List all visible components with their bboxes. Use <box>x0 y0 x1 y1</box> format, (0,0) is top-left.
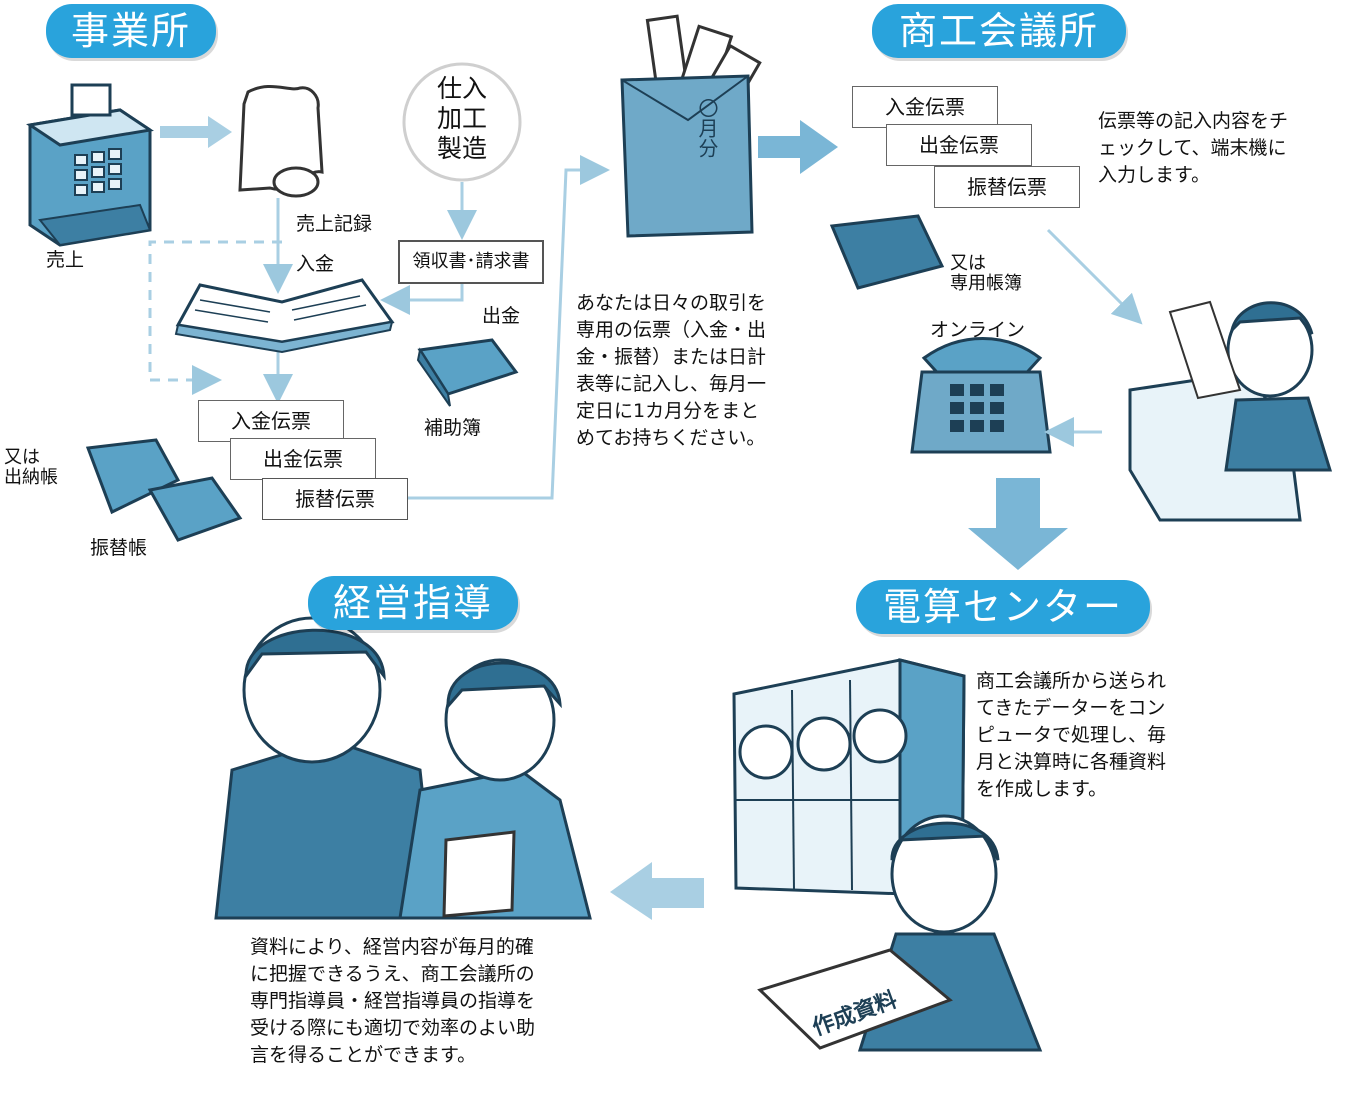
arrow-chamber-to-center <box>968 478 1068 570</box>
label-deposit: 入金 <box>296 253 335 275</box>
envelope-label: 〇月分 <box>695 98 719 158</box>
ledger-book-illustration <box>174 278 395 354</box>
section-office: 事業所 <box>46 4 216 58</box>
cash-book-line: 出納帳 <box>4 467 58 488</box>
process-line-3: 製造 <box>436 134 487 163</box>
receipt-invoice-box: 領収書･請求書 <box>398 240 544 284</box>
label-transfer-book: 振替帳 <box>90 537 148 559</box>
telephone-terminal-illustration <box>910 337 1052 454</box>
label-sub-ledger: 補助簿 <box>424 417 482 439</box>
label-online: オンライン <box>930 319 1026 341</box>
monthly-envelope-illustration <box>620 14 762 238</box>
section-guidance: 経営指導 <box>308 576 518 630</box>
office-slip-withdrawal: 出金伝票 <box>230 438 376 480</box>
transfer-book-illustration <box>147 476 243 542</box>
arrow-center-to-guidance <box>610 862 704 920</box>
clerk-illustration <box>1128 300 1333 522</box>
label-or-dedicated-ledger: 又は 専用帳簿 <box>950 254 1022 294</box>
chamber-instruction: 伝票等の記入内容をチ ェックして、端末機に 入力します。 <box>1098 110 1289 186</box>
label-withdrawal: 出金 <box>482 305 521 327</box>
section-chamber: 商工会議所 <box>872 4 1126 58</box>
office-instruction: あなたは日々の取引を 専用の伝票（入金・出 金・振替）または日計 表等に記入し、… <box>576 292 767 449</box>
office-slip-transfer: 振替伝票 <box>262 478 408 520</box>
process-label: 仕入 加工 製造 <box>434 74 490 164</box>
arrow-register-to-roll <box>160 116 232 148</box>
operator-illustration <box>757 814 1043 1052</box>
guidance-description: 資料により、経営内容が毎月的確 に把握できるうえ、商工会議所の 専門指導員・経営… <box>250 936 536 1066</box>
label-or-cash-book: 又は 出納帳 <box>4 448 58 488</box>
label-sales: 売上 <box>46 249 85 271</box>
process-line-2: 加工 <box>436 104 487 133</box>
chamber-slip-withdrawal: 出金伝票 <box>886 124 1032 166</box>
sales-record-roll-illustration <box>238 85 324 198</box>
cash-register-illustration <box>26 83 154 247</box>
center-description: 商工会議所から送られ てきたデーターをコン ピュータで処理し、毎 月と決算時に各… <box>976 670 1167 800</box>
process-circle <box>402 62 522 182</box>
handshake-illustration <box>214 616 592 920</box>
label-sales-record: 売上記録 <box>296 213 373 235</box>
chamber-ledger-book-illustration <box>829 214 945 290</box>
cash-book-illustration <box>85 438 181 515</box>
dedicated-ledger-line: 専用帳簿 <box>950 273 1022 294</box>
process-line-1: 仕入 <box>436 74 487 103</box>
section-center: 電算センター <box>856 580 1150 634</box>
chamber-slip-deposit: 入金伝票 <box>852 86 998 128</box>
arrow-envelope-to-chamber <box>758 120 838 174</box>
chamber-slip-transfer: 振替伝票 <box>934 166 1080 208</box>
or-line-chamber: 又は <box>950 253 986 274</box>
office-slip-deposit: 入金伝票 <box>198 400 344 442</box>
or-line: 又は <box>4 447 40 468</box>
sub-ledger-book-illustration <box>416 338 519 407</box>
